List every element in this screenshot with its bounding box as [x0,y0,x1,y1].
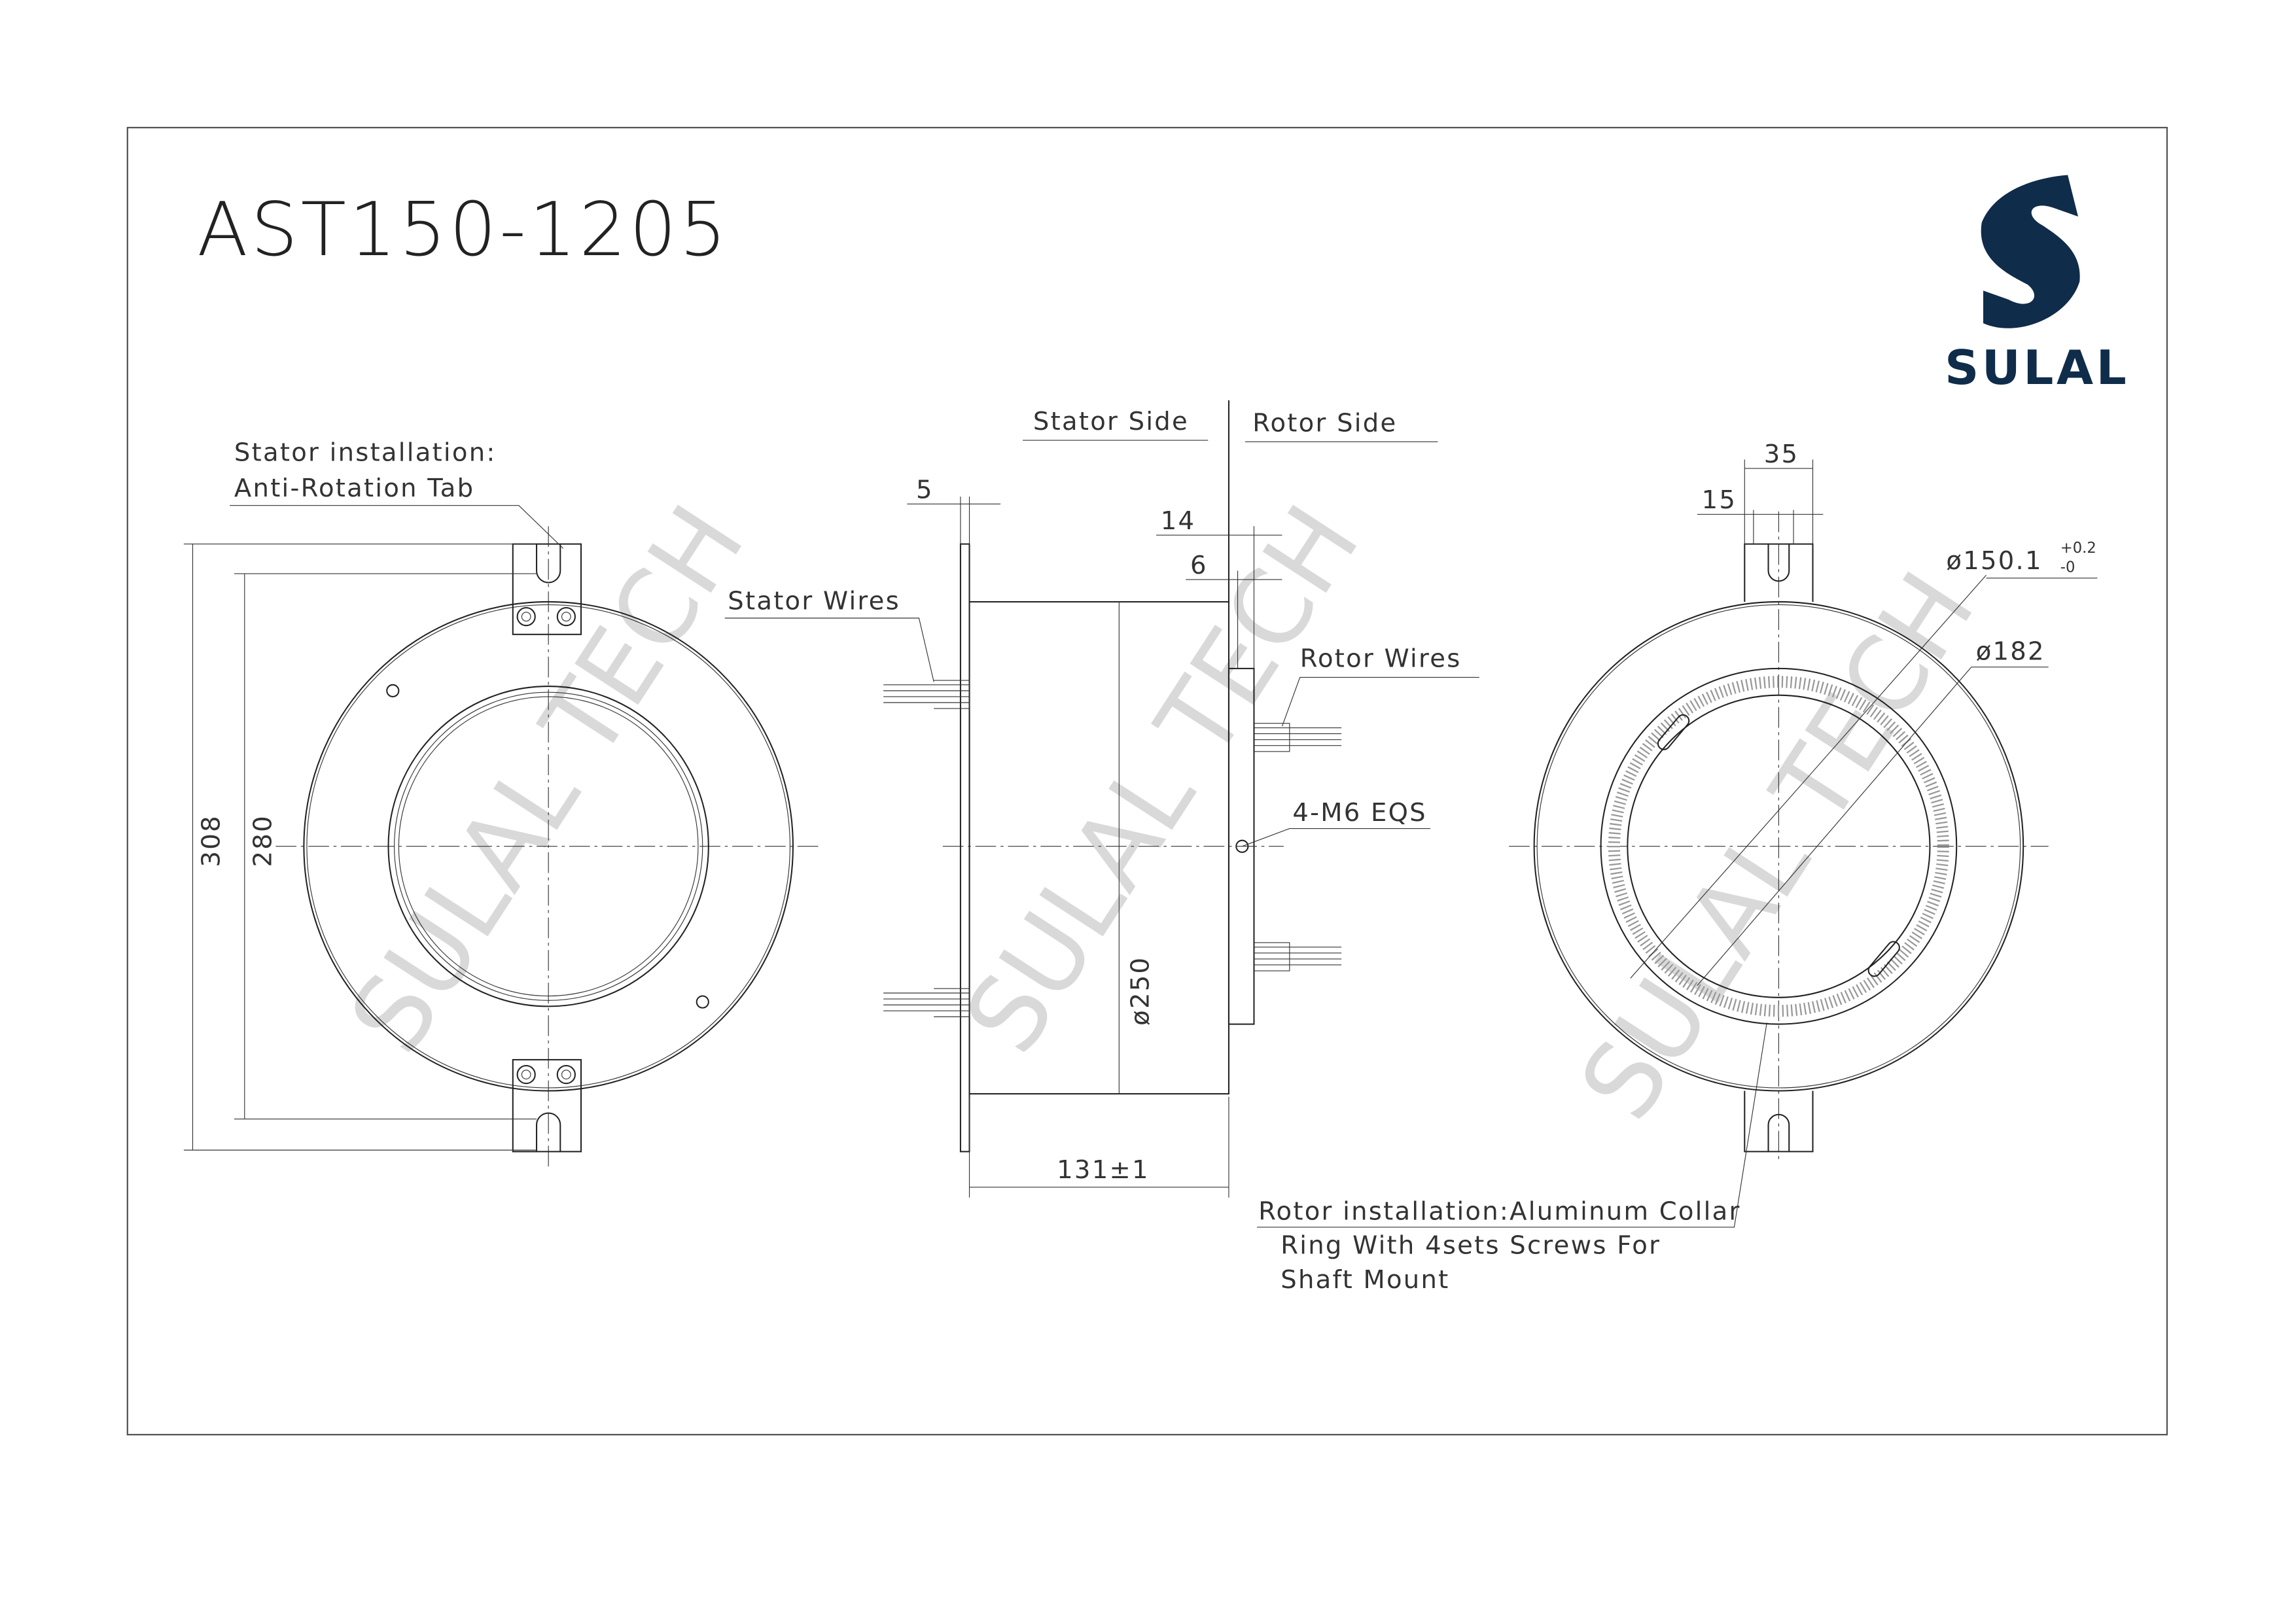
logo-text: SULAL [1945,341,2129,396]
page-title: AST150-1205 [197,186,730,273]
rotor-front-view: 35 15 ø150.1 +0.2 -0 ø182 Rotor installa… [1257,440,2098,1295]
dim-35: 35 [1764,440,1799,469]
stator-install-label-2: Anti-Rotation Tab [234,474,474,503]
dim-182: ø182 [1976,637,2045,666]
stator-front-view: 308 280 Stator installation: Anti-Rotati… [183,438,823,1171]
dim-6: 6 [1190,551,1208,580]
screws-label: 4-M6 EQS [1292,798,1427,828]
rotor-side-label: Rotor Side [1252,408,1397,438]
dim-280: 280 [249,814,278,867]
stator-wires-label: Stator Wires [728,586,900,616]
dim-131: 131±1 [1057,1155,1150,1185]
stator-side-label: Stator Side [1033,407,1189,436]
dim-308: 308 [196,814,226,867]
dim-15: 15 [1702,485,1737,515]
dim-150-tol-minus: -0 [2060,559,2075,576]
rotor-install-label-3: Shaft Mount [1280,1265,1449,1295]
dim-14: 14 [1161,506,1196,536]
dim-5: 5 [916,475,934,504]
rotor-install-label-2: Ring With 4sets Screws For [1280,1231,1661,1261]
drawing-border [126,126,2168,1436]
rotor-install-label: Rotor installation:Aluminum Collar [1258,1197,1740,1227]
watermark: SULAL TECH [943,485,1383,1073]
logo-s-mark [1981,175,2080,328]
dim-150: ø150.1 [1946,546,2042,576]
stator-install-label: Stator installation: [234,438,497,468]
dim-250: ø250 [1126,956,1156,1026]
side-view: ø250 131±1 5 14 6 Stator Side Rotor Side… [724,400,1479,1198]
dim-150-tol-plus: +0.2 [2060,540,2096,557]
sulal-logo: SULAL [1945,175,2129,396]
rotor-wires-label: Rotor Wires [1300,644,1462,674]
